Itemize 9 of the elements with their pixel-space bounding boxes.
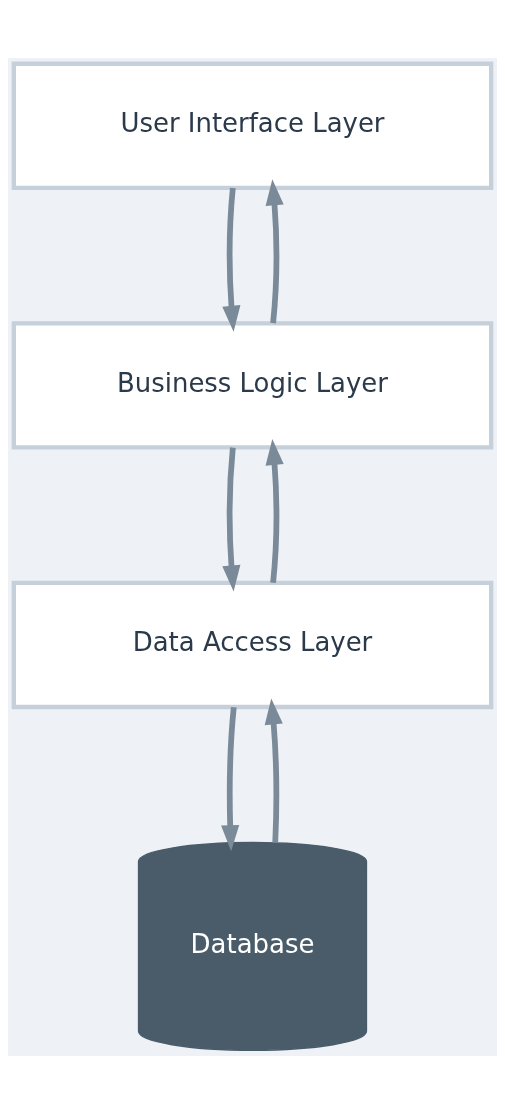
arrow xyxy=(264,698,283,843)
node-box: User Interface Layer xyxy=(11,61,494,190)
arrow xyxy=(222,446,241,591)
arrow xyxy=(265,178,284,323)
arrow xyxy=(222,187,241,332)
arrow xyxy=(265,438,284,583)
node-box: Data Access Layer xyxy=(11,580,494,709)
node-box: Business Logic Layer xyxy=(11,320,494,450)
arrow xyxy=(221,706,240,851)
